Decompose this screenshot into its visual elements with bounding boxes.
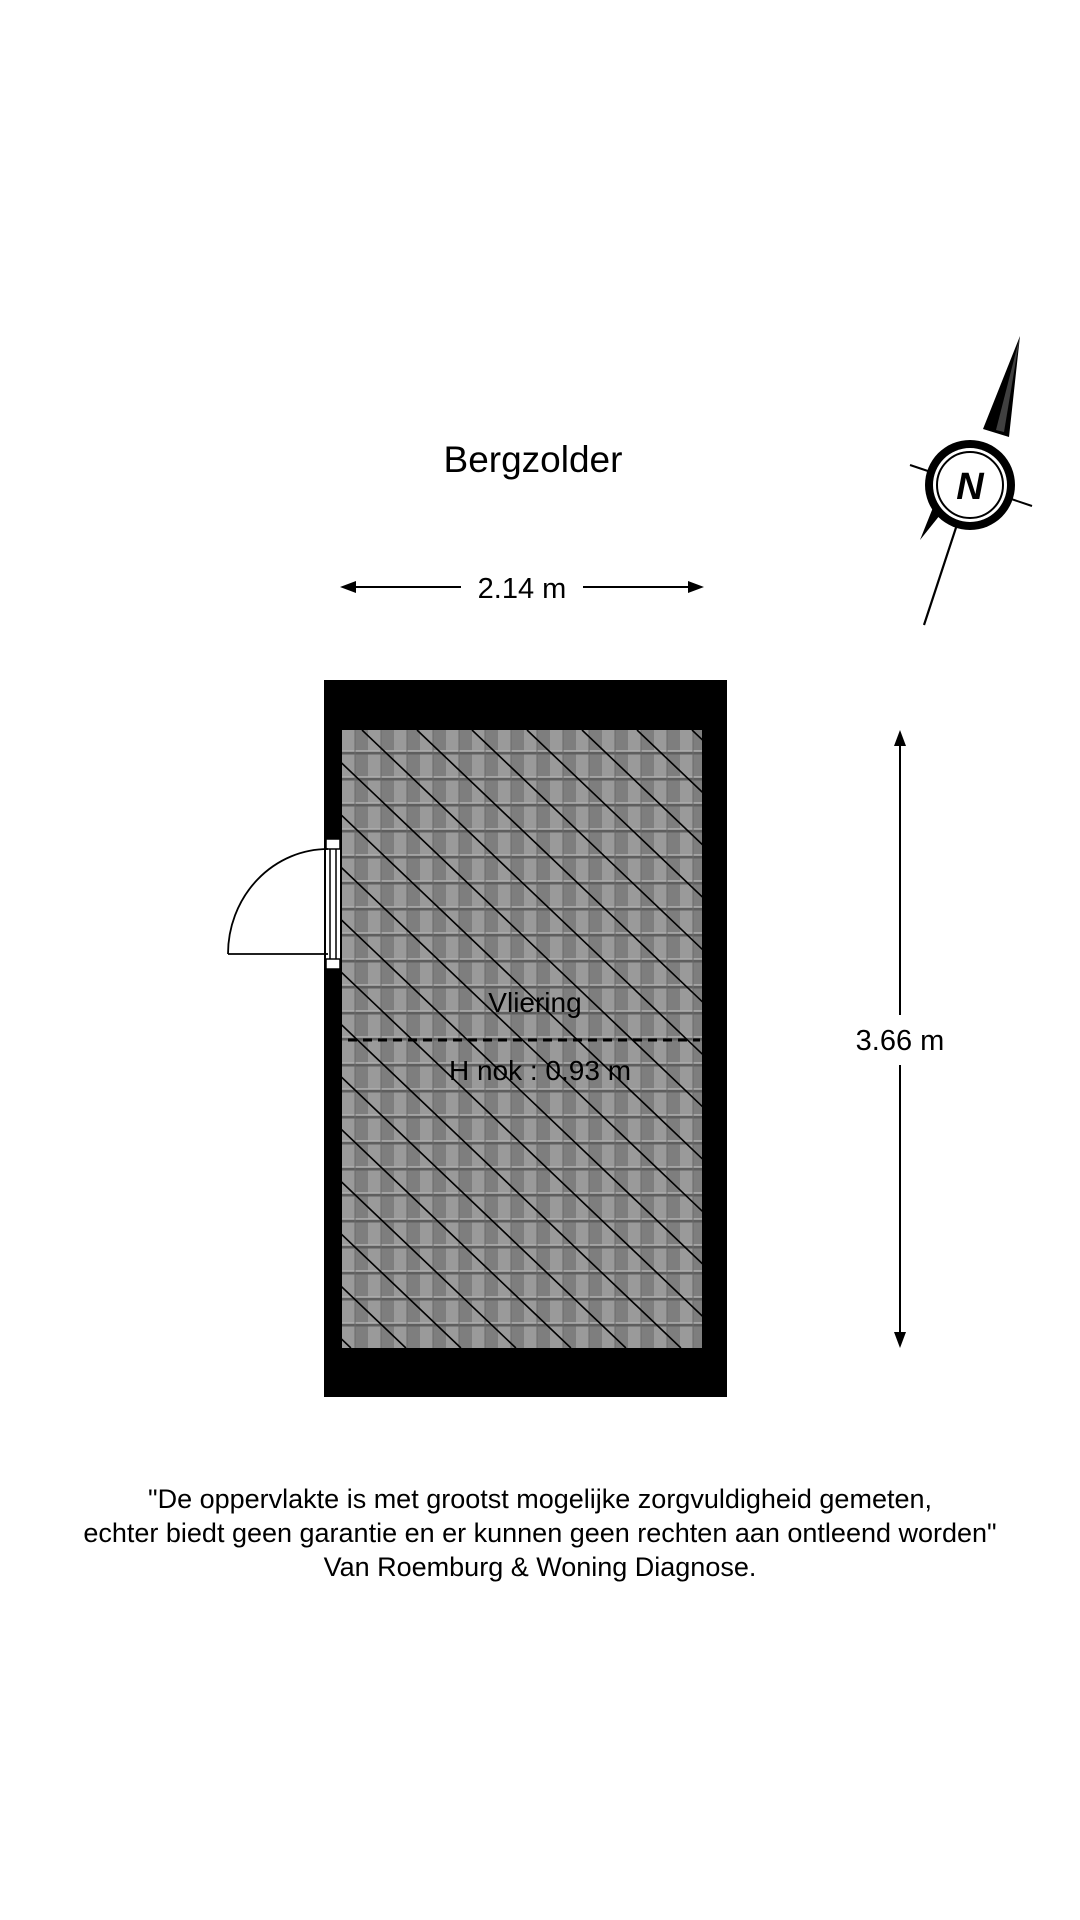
disclaimer: "De oppervlakte is met grootst mogelijke… [0,1482,1080,1584]
hatch-line [342,1128,572,1348]
floor-title: Bergzolder [444,439,623,480]
hatch-line [526,730,702,898]
arrow-right-icon [688,581,704,593]
hatch-line [1022,730,1080,1348]
hatch-line [342,1338,352,1348]
hatch-line [342,1181,517,1348]
width-dimension [340,581,704,593]
hatch-line [581,730,702,846]
door-swing-arc [227,848,329,955]
hatch-line [342,919,702,1265]
door [227,838,341,970]
hatch-line [342,762,702,1108]
north-letter: N [956,466,985,508]
depth-dimension [894,730,906,1348]
north-arrow-icon [909,336,1033,626]
disclaimer-line-1: "De oppervlakte is met grootst mogelijke… [148,1484,932,1514]
arrow-down-icon [894,1332,906,1348]
ridge-height-label: H nok : 0.93 m [449,1055,631,1086]
hatch-line [967,730,1080,1348]
disclaimer-line-2: echter biedt geen garantie en er kunnen … [83,1518,997,1548]
hatch-line [471,730,702,951]
width-dimension-label: 2.14 m [478,573,567,605]
arrow-left-icon [340,581,356,593]
disclaimer-line-3: Van Roemburg & Woning Diagnose. [323,1552,757,1582]
hatch-line [416,730,702,1003]
room-name: Vliering [488,987,581,1018]
depth-dimension-label: 3.66 m [856,1025,945,1057]
hatch-line [342,1233,462,1348]
hatch-line [342,1076,627,1348]
arrow-up-icon [894,730,906,746]
